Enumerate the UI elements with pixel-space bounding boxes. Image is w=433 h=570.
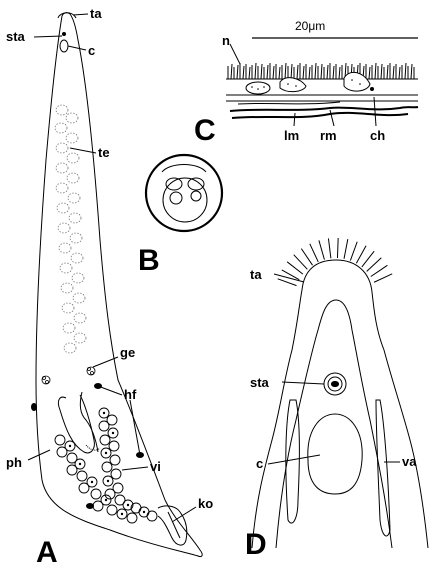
tip-cilium <box>356 246 366 263</box>
panel-a-leaders <box>28 14 196 522</box>
panel-c: 20μm n lm rm ch C <box>194 19 418 147</box>
tip-cilium <box>350 242 357 261</box>
panel-label-c: C <box>194 114 216 147</box>
tip-cilium <box>367 258 382 272</box>
cilium <box>405 63 406 79</box>
tip-cilium <box>319 240 325 259</box>
lateral-duct-right <box>376 400 390 536</box>
cilium <box>243 66 244 79</box>
epidermis-inner <box>276 300 392 548</box>
embryo-lobe-3 <box>170 192 182 204</box>
label-rm: rm <box>320 128 337 143</box>
tip-cilium <box>344 239 348 259</box>
cerebral-organ-detail <box>308 414 362 494</box>
panel-label-d: D <box>245 528 267 561</box>
panel-label-a: A <box>36 536 58 569</box>
cilium <box>339 67 340 79</box>
cilium <box>267 65 268 79</box>
genital-pores <box>42 367 95 384</box>
cerebral-organ <box>60 40 68 52</box>
cilium <box>237 65 238 79</box>
vitellaria-nuclei <box>69 412 145 515</box>
cilium <box>303 66 304 79</box>
cilium <box>279 67 280 79</box>
cilium <box>399 67 400 79</box>
worm-body-outline <box>36 13 202 557</box>
lateral-duct-left <box>286 400 299 523</box>
cilium <box>411 64 412 79</box>
tip-cilium <box>301 249 312 266</box>
tip-cilium <box>371 265 388 276</box>
embryo-lobe-1 <box>166 178 182 190</box>
ring-muscle <box>232 113 408 118</box>
cilium <box>309 67 310 79</box>
panel-d: ta sta c va D <box>245 238 428 561</box>
label-te: te <box>98 145 110 160</box>
label-d-va: va <box>402 454 417 469</box>
tip-cilium <box>337 238 338 258</box>
tip-cilium <box>310 244 318 262</box>
cilium <box>369 67 370 79</box>
nucleus-2 <box>280 78 306 92</box>
egg-shell <box>146 155 222 231</box>
cilium <box>231 64 232 79</box>
label-c: c <box>88 43 95 58</box>
cilia <box>228 63 414 79</box>
panel-b: B <box>138 155 222 277</box>
cilium <box>381 64 382 79</box>
tip-cilium <box>328 238 330 258</box>
label-ta: ta <box>90 6 102 21</box>
label-d-ta: ta <box>250 267 262 282</box>
tip-cilium <box>278 279 297 286</box>
label-ko: ko <box>198 496 213 511</box>
vitellaria <box>55 408 157 523</box>
tip-cilia <box>278 238 392 286</box>
label-ge: ge <box>120 345 135 360</box>
label-d-c: c <box>256 456 263 471</box>
cilium <box>255 63 256 79</box>
cilium <box>273 66 274 79</box>
label-lm: lm <box>284 128 299 143</box>
cilium <box>327 65 328 79</box>
label-sta: sta <box>6 29 26 44</box>
statocyst <box>62 32 66 36</box>
cilium <box>387 65 388 79</box>
muscle-fiber <box>238 102 340 104</box>
embryo-lobe-2 <box>188 178 204 190</box>
tip-cilium <box>374 274 392 282</box>
testes <box>55 105 86 353</box>
cilium <box>261 64 262 79</box>
label-n: n <box>222 33 230 48</box>
egg-operculum <box>162 165 206 173</box>
anterior-outline <box>252 260 428 548</box>
cilium <box>333 66 334 79</box>
statolith <box>331 381 339 387</box>
cilium <box>315 63 316 79</box>
tip-cilium <box>294 255 308 270</box>
cilium <box>375 63 376 79</box>
cilium <box>321 64 322 79</box>
cilium <box>297 65 298 79</box>
chromatin-spot <box>370 87 374 91</box>
label-hf: hf <box>124 387 137 402</box>
embryo-lobe-4 <box>191 191 201 201</box>
scale-bar-label: 20μm <box>295 19 325 33</box>
panel-label-b: B <box>138 244 160 277</box>
cilium <box>393 66 394 79</box>
tip-cilium <box>362 251 374 267</box>
cilium <box>291 64 292 79</box>
label-vi: vi <box>150 459 161 474</box>
embryo <box>163 178 207 222</box>
label-d-sta: sta <box>250 375 270 390</box>
nucleus-1 <box>246 82 270 94</box>
cilium <box>285 63 286 79</box>
tip-cilium <box>287 262 303 274</box>
longitudinal-muscle <box>230 107 418 111</box>
label-ph: ph <box>6 455 22 470</box>
label-ch: ch <box>370 128 385 143</box>
panel-a: ta sta c te ge hf vi ph ko A <box>6 6 213 569</box>
cilium <box>249 67 250 79</box>
